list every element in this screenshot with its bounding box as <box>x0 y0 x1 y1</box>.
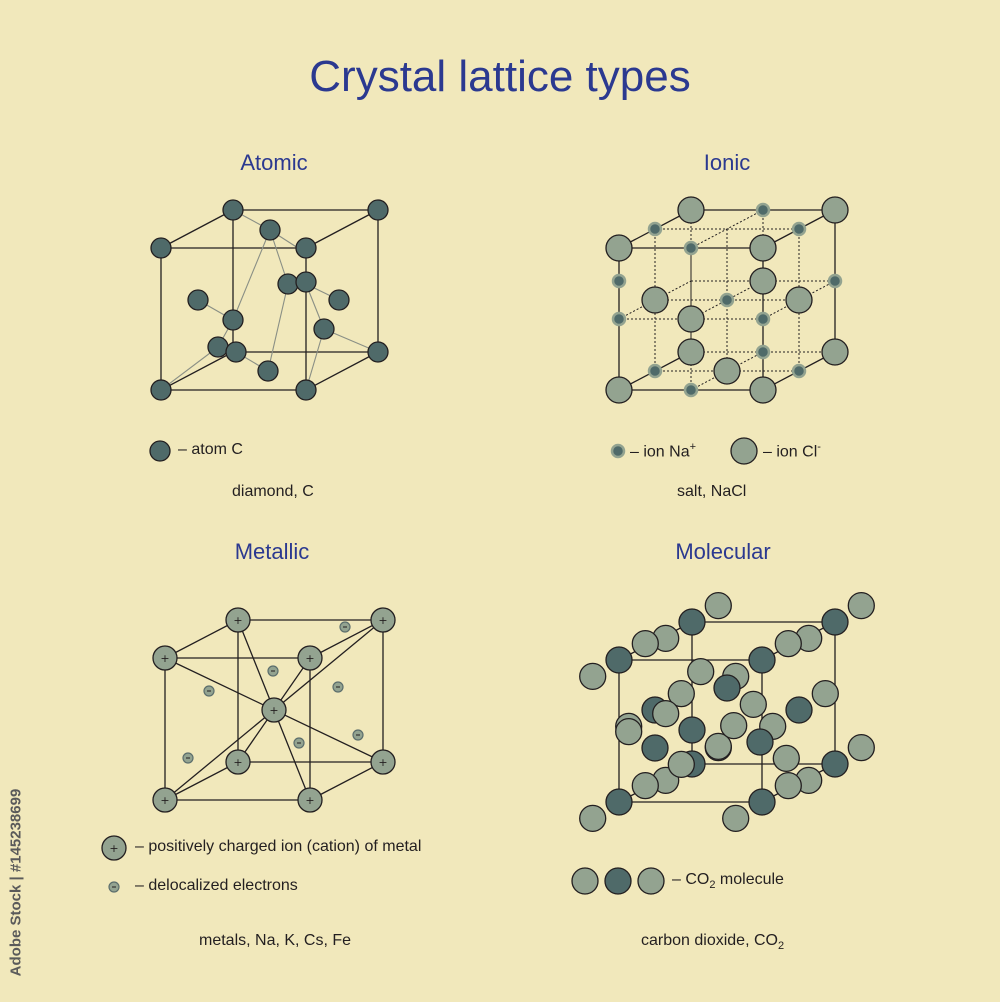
oxygen-atom <box>704 591 732 620</box>
svg-text:+: + <box>305 652 314 665</box>
caption-molecular-text: carbon dioxide, CO <box>641 932 778 949</box>
oxygen-atom <box>774 629 802 658</box>
oxygen-atom <box>631 629 659 658</box>
metallic-electrons <box>182 621 364 764</box>
legend-atom-c-label: – atom C <box>178 441 243 458</box>
heading-ionic: Ionic <box>703 150 751 175</box>
carbon-atom <box>748 646 776 674</box>
carbon-atom <box>748 788 776 816</box>
oxygen-atom <box>667 679 695 708</box>
caption-ionic: salt, NaCl <box>677 483 747 500</box>
caption-atomic: diamond, C <box>232 483 314 500</box>
oxygen-atom <box>579 804 607 833</box>
legend-co2-label: – CO2 molecule <box>672 871 784 891</box>
metallic-plus-signs: + + + + + + + + + <box>160 614 387 807</box>
carbon-atom <box>785 696 813 724</box>
carbon-atom <box>641 734 669 762</box>
oxygen-atom <box>652 699 680 728</box>
svg-text:+: + <box>378 756 387 769</box>
ionic-cl-ions <box>605 196 849 404</box>
svg-text:+: + <box>233 756 242 769</box>
oxygen-atom <box>579 662 607 691</box>
legend-cation-icon <box>101 835 127 861</box>
stock-watermark: Adobe Stock | #145238699 <box>6 762 25 1002</box>
legend-na-charge: + <box>689 441 697 453</box>
metallic-minus-signs <box>186 626 360 759</box>
molecular-molecules <box>579 591 875 833</box>
stock-watermark-text: Adobe Stock | #145238699 <box>7 788 25 977</box>
legend-co2-subscript: 2 <box>709 879 716 892</box>
svg-text:+: + <box>160 652 169 665</box>
oxygen-atom <box>687 657 715 686</box>
caption-molecular: carbon dioxide, CO2 <box>641 932 784 952</box>
heading-atomic: Atomic <box>240 150 308 175</box>
carbon-atom <box>678 608 706 636</box>
oxygen-atom <box>811 679 839 708</box>
legend-co2-text: – CO <box>672 871 710 888</box>
legend-cl-ion-icon <box>730 437 758 465</box>
carbon-atom <box>605 646 633 674</box>
legend-electron-label: – delocalized electrons <box>135 877 298 894</box>
oxygen-atom <box>774 771 802 800</box>
caption-metallic: metals, Na, K, Cs, Fe <box>199 932 352 949</box>
ionic-na-ions <box>611 202 843 398</box>
legend-cation-plus: + <box>109 842 118 855</box>
oxygen-atom <box>847 733 875 762</box>
oxygen-atom <box>615 717 643 746</box>
page-title: Crystal lattice types <box>309 52 691 101</box>
legend-cation-label: – positively charged ion (cation) of met… <box>135 838 422 855</box>
carbon-atom <box>821 608 849 636</box>
oxygen-atom <box>847 591 875 620</box>
legend-cl-label: – ion Cl- <box>763 441 821 461</box>
heading-molecular: Molecular <box>675 539 771 564</box>
oxygen-atom <box>704 732 732 761</box>
oxygen-atom <box>722 804 750 833</box>
legend-atom-c-icon <box>149 440 171 462</box>
carbon-atom <box>746 728 774 756</box>
oxygen-atom <box>739 690 767 719</box>
carbon-atom <box>821 750 849 778</box>
oxygen-atom <box>720 711 748 740</box>
carbon-atom <box>713 674 741 702</box>
svg-text:+: + <box>305 794 314 807</box>
legend-co2-suffix: molecule <box>715 871 784 888</box>
oxygen-atom <box>667 750 695 779</box>
legend-na-ion-icon <box>610 443 626 459</box>
heading-metallic: Metallic <box>234 539 310 564</box>
svg-text:+: + <box>233 614 242 627</box>
legend-na-label: – ion Na+ <box>630 441 696 461</box>
metallic-ions <box>152 607 396 813</box>
legend-cl-charge: - <box>817 441 821 453</box>
carbon-atom <box>678 716 706 744</box>
caption-molecular-subscript: 2 <box>777 940 785 953</box>
svg-text:+: + <box>160 794 169 807</box>
legend-co2-molecule-icon <box>571 867 665 895</box>
svg-text:+: + <box>378 614 387 627</box>
atomic-atoms <box>150 199 389 401</box>
svg-text:+: + <box>269 704 278 717</box>
legend-na-text: – ion Na <box>630 443 690 461</box>
oxygen-atom <box>772 744 800 773</box>
carbon-atom <box>605 788 633 816</box>
oxygen-atom <box>631 771 659 800</box>
legend-cl-text: – ion Cl <box>763 443 818 461</box>
